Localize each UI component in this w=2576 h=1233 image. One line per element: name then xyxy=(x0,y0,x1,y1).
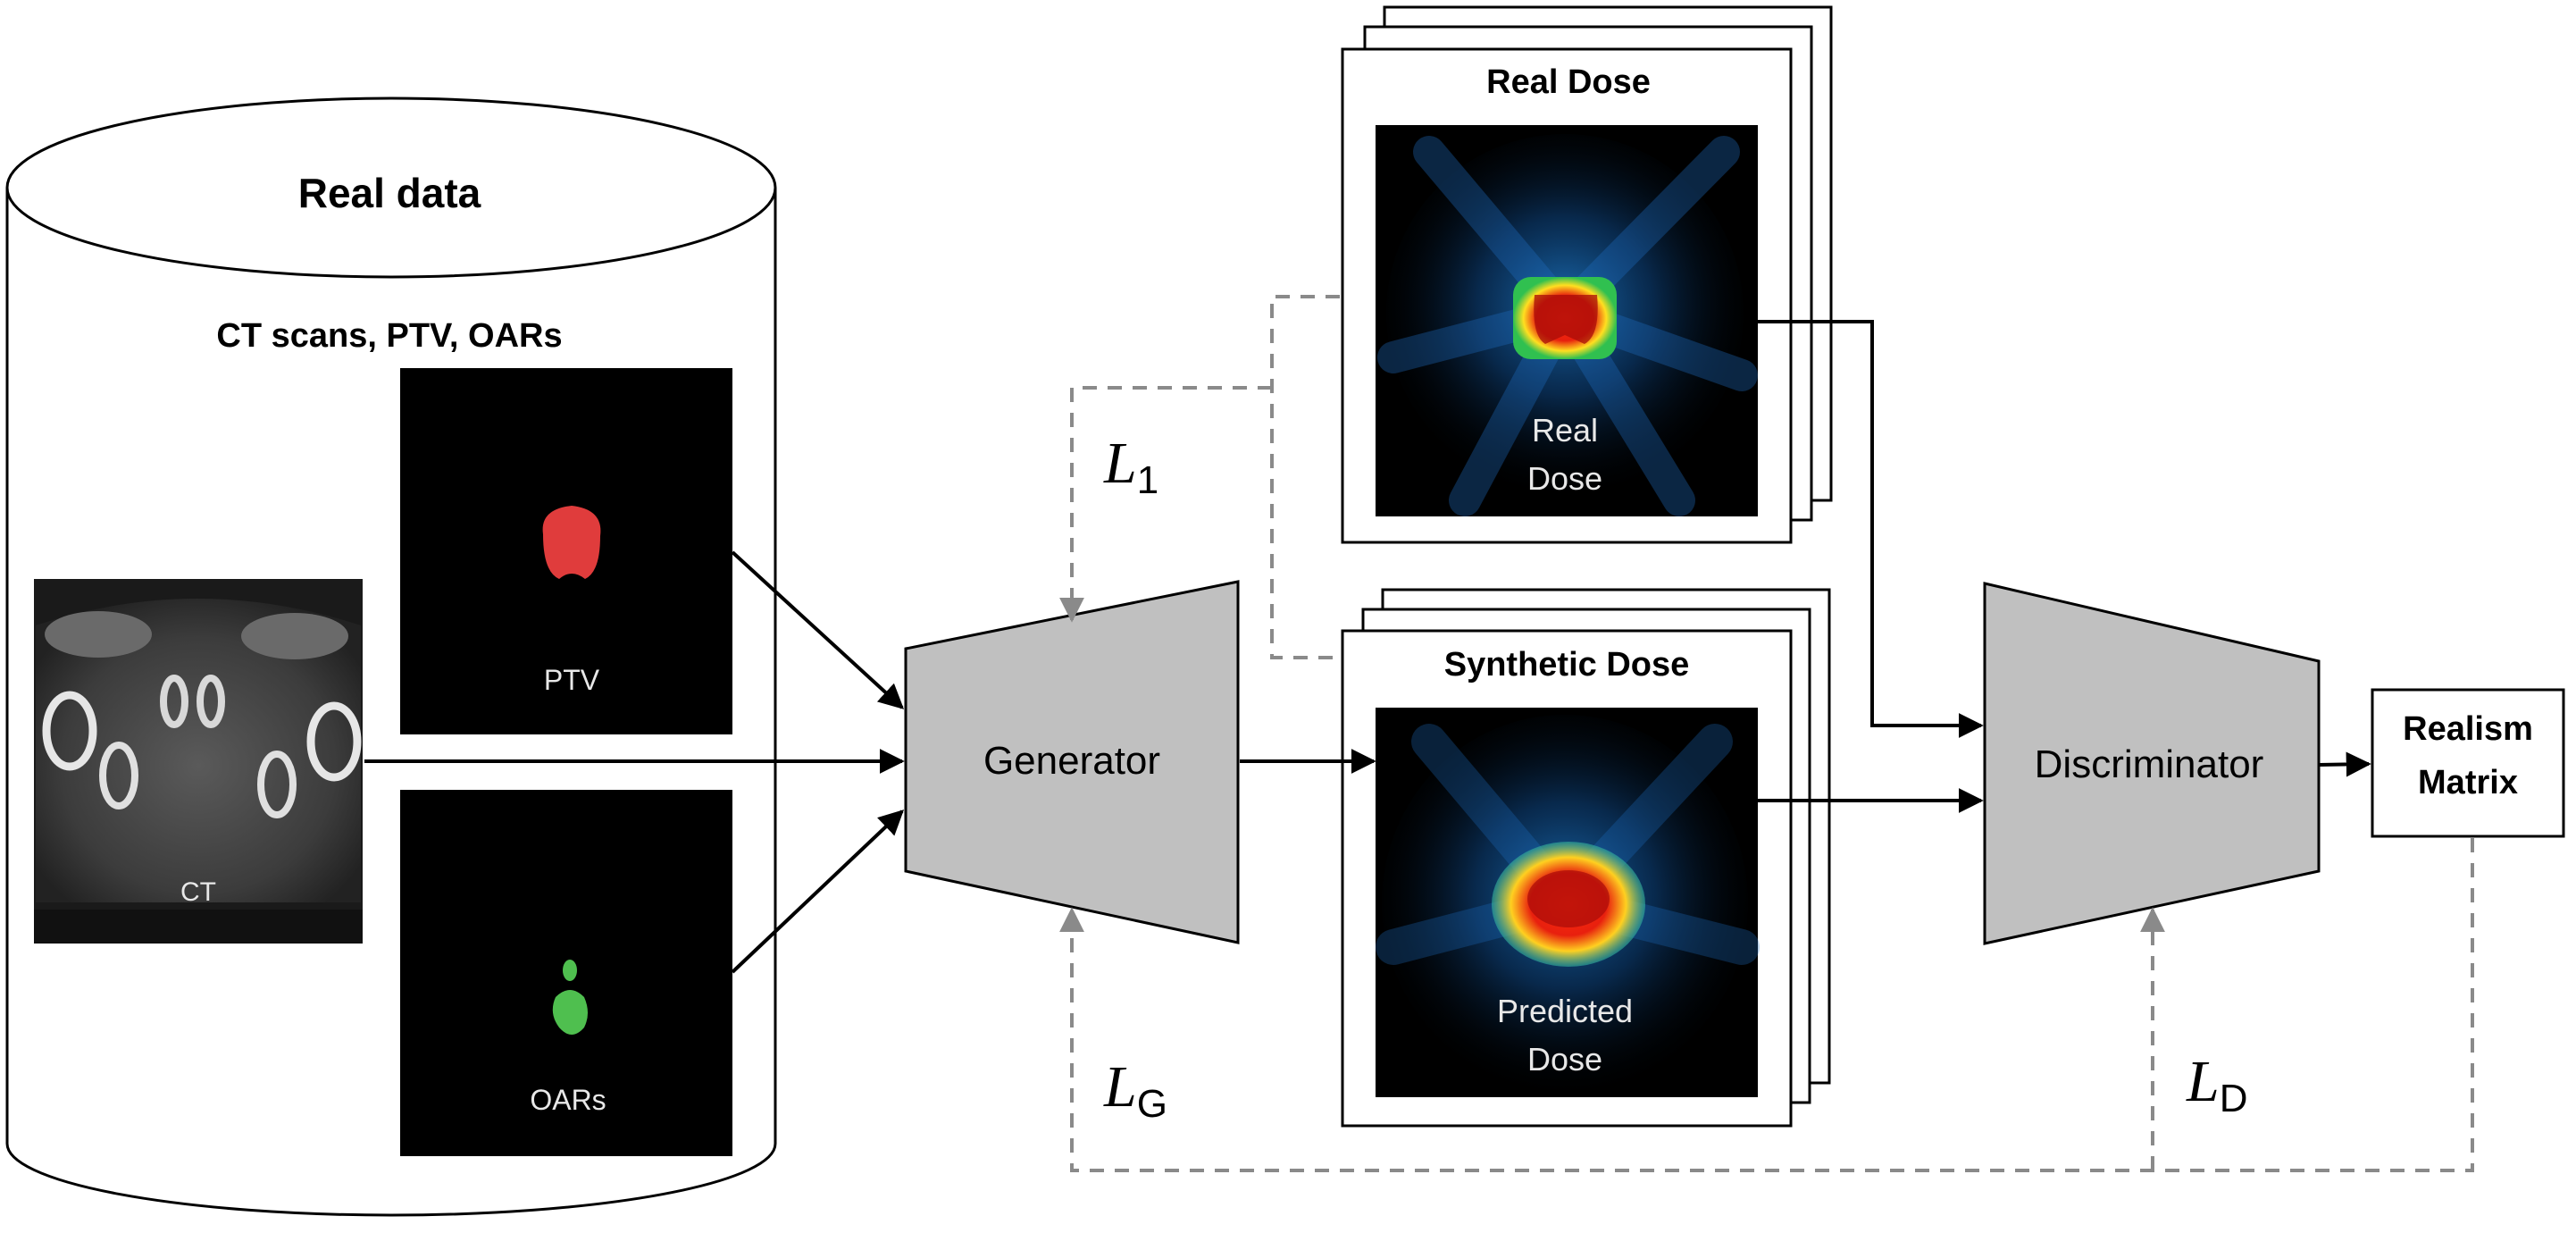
realism-matrix-line1: Realism xyxy=(2403,710,2533,748)
discriminator-block: Discriminator xyxy=(1983,582,2321,945)
discriminator-to-realism-arrow xyxy=(2318,751,2371,777)
oars-to-generator-arrow xyxy=(731,809,905,974)
ptv-structure xyxy=(542,506,601,579)
ct-image-label: CT xyxy=(180,877,216,907)
lg-loss-path xyxy=(1059,838,2474,1172)
real-dose-stack: Real Dose Real Dose xyxy=(1341,5,1833,544)
real-dose-image-line2: Dose xyxy=(1527,460,1602,497)
oars-image: OARs xyxy=(400,790,732,1156)
ptv-to-generator-arrow xyxy=(731,550,905,709)
synthetic-dose-title: Synthetic Dose xyxy=(1444,646,1690,684)
synthetic-dose-image-line2: Dose xyxy=(1527,1041,1602,1078)
ptv-image: PTV xyxy=(400,368,732,734)
loss-feedback-paths xyxy=(1059,295,2474,1172)
oars-image-label: OARs xyxy=(530,1084,606,1116)
ld-loss-label: LD xyxy=(2186,1049,2248,1120)
real-dose-title: Real Dose xyxy=(1486,63,1651,101)
l1-to-generator-path xyxy=(1059,386,1272,623)
realism-matrix-box: Realism Matrix xyxy=(2371,688,2565,838)
real-data-title: Real data xyxy=(298,170,481,216)
synthetic-dose-image: Predicted Dose xyxy=(1376,708,1760,1097)
l1-loss-label: L1 xyxy=(1103,431,1158,502)
realism-matrix-line2: Matrix xyxy=(2418,764,2518,801)
real-dose-image: Real Dose xyxy=(1376,125,1758,516)
l1-loss-path xyxy=(1270,295,1340,659)
generator-block: Generator xyxy=(904,580,1240,944)
data-flow-arrows xyxy=(364,320,2371,974)
real-dose-image-line1: Real xyxy=(1532,412,1598,449)
ct-image: CT xyxy=(34,579,363,944)
discriminator-label: Discriminator xyxy=(2035,742,2264,786)
synthetic-dose-image-line1: Predicted xyxy=(1497,993,1633,1029)
ptv-image-label: PTV xyxy=(544,664,600,696)
oar-structure xyxy=(552,990,588,1035)
synthetic-dose-stack: Synthetic Dose Predicted Dose xyxy=(1341,588,1831,1128)
real-dose-to-discriminator-arrow xyxy=(1758,320,1984,738)
generator-label: Generator xyxy=(983,739,1160,783)
real-data-subtitle: CT scans, PTV, OARs xyxy=(216,317,562,355)
lg-loss-label: LG xyxy=(1103,1054,1167,1126)
